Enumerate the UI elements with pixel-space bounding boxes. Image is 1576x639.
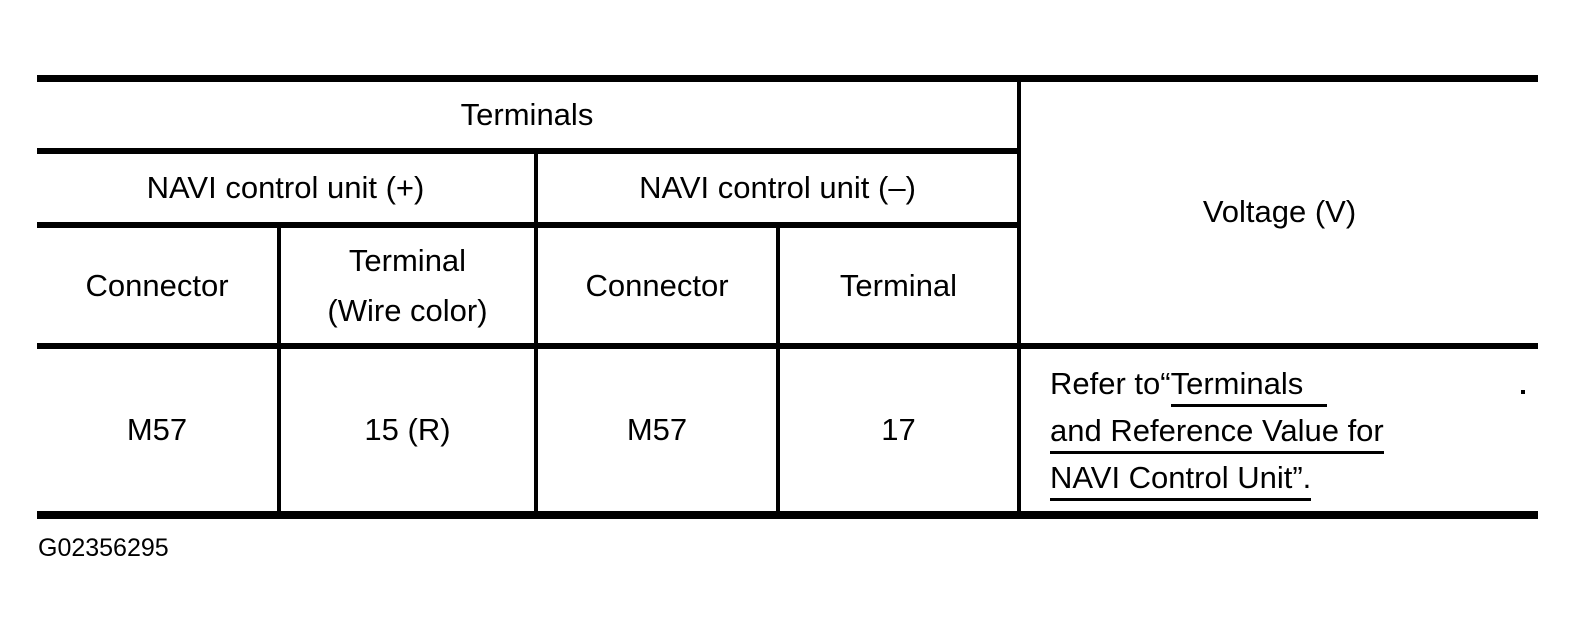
table-header-terminal-minus: Terminal bbox=[780, 228, 1017, 343]
terminal-wire-color-line1: Terminal bbox=[348, 242, 467, 278]
voltage-note-line3: NAVI Control Unit”. bbox=[1050, 454, 1312, 501]
table-vrule-voltage-divider bbox=[1017, 75, 1021, 519]
voltage-note-prefix: Refer to bbox=[1050, 365, 1161, 401]
table-header-navi-plus: NAVI control unit (+) bbox=[37, 154, 534, 222]
table-cell-connector-minus-value: M57 bbox=[538, 349, 776, 511]
table-header-navi-minus: NAVI control unit (–) bbox=[538, 154, 1017, 222]
table-vrule-connector-terminal-minus bbox=[776, 222, 780, 519]
table-rule-under-groups bbox=[37, 222, 1021, 228]
table-border-bottom bbox=[37, 511, 1538, 519]
terminals-header-label: Terminals bbox=[460, 96, 594, 132]
terminals-reference-link-line2[interactable]: and Reference Value for bbox=[1050, 412, 1384, 454]
terminal-minus-value: 17 bbox=[881, 412, 916, 447]
voltage-note-line1: Refer to“Terminals bbox=[1050, 360, 1328, 407]
voltage-note-line2: and Reference Value for bbox=[1050, 407, 1384, 454]
table-cell-voltage-note: Refer to“Terminals and Reference Value f… bbox=[1021, 349, 1538, 511]
terminals-reference-link-line3[interactable]: NAVI Control Unit”. bbox=[1050, 459, 1312, 501]
terminals-reference-link-line1[interactable]: Terminals bbox=[1170, 365, 1328, 407]
table-header-voltage: Voltage (V) bbox=[1021, 81, 1538, 343]
table-rule-under-terminals bbox=[37, 148, 1021, 154]
table-border-top bbox=[37, 75, 1538, 82]
scan-artifact-dot bbox=[1521, 390, 1525, 394]
table-header-terminal-wire-color: Terminal (Wire color) bbox=[281, 228, 534, 343]
table-rule-under-headers bbox=[37, 343, 1538, 349]
terminal-minus-header-label: Terminal bbox=[839, 267, 958, 303]
table-header-connector-minus: Connector bbox=[538, 228, 776, 343]
connector-plus-header-label: Connector bbox=[85, 267, 229, 303]
connector-plus-value: M57 bbox=[126, 412, 188, 447]
table-cell-connector-plus-value: M57 bbox=[37, 349, 277, 511]
voltage-note-open-quote: “ bbox=[1160, 365, 1171, 401]
terminal-plus-value: 15 (R) bbox=[364, 412, 451, 447]
figure-id: G02356295 bbox=[38, 534, 169, 562]
connector-minus-value: M57 bbox=[626, 412, 688, 447]
connector-minus-header-label: Connector bbox=[585, 267, 729, 303]
table-cell-terminal-plus-value: 15 (R) bbox=[281, 349, 534, 511]
terminal-wire-color-line2: (Wire color) bbox=[327, 292, 488, 328]
table-vrule-connector-terminal-plus bbox=[277, 222, 281, 519]
table-vrule-group-divider bbox=[534, 148, 538, 519]
navi-minus-label: NAVI control unit (–) bbox=[639, 170, 916, 205]
navi-plus-label: NAVI control unit (+) bbox=[146, 170, 425, 205]
table-cell-terminal-minus-value: 17 bbox=[780, 349, 1017, 511]
table-header-terminals: Terminals bbox=[37, 81, 1017, 148]
table-header-connector-plus: Connector bbox=[37, 228, 277, 343]
voltage-header-label: Voltage (V) bbox=[1202, 194, 1357, 229]
